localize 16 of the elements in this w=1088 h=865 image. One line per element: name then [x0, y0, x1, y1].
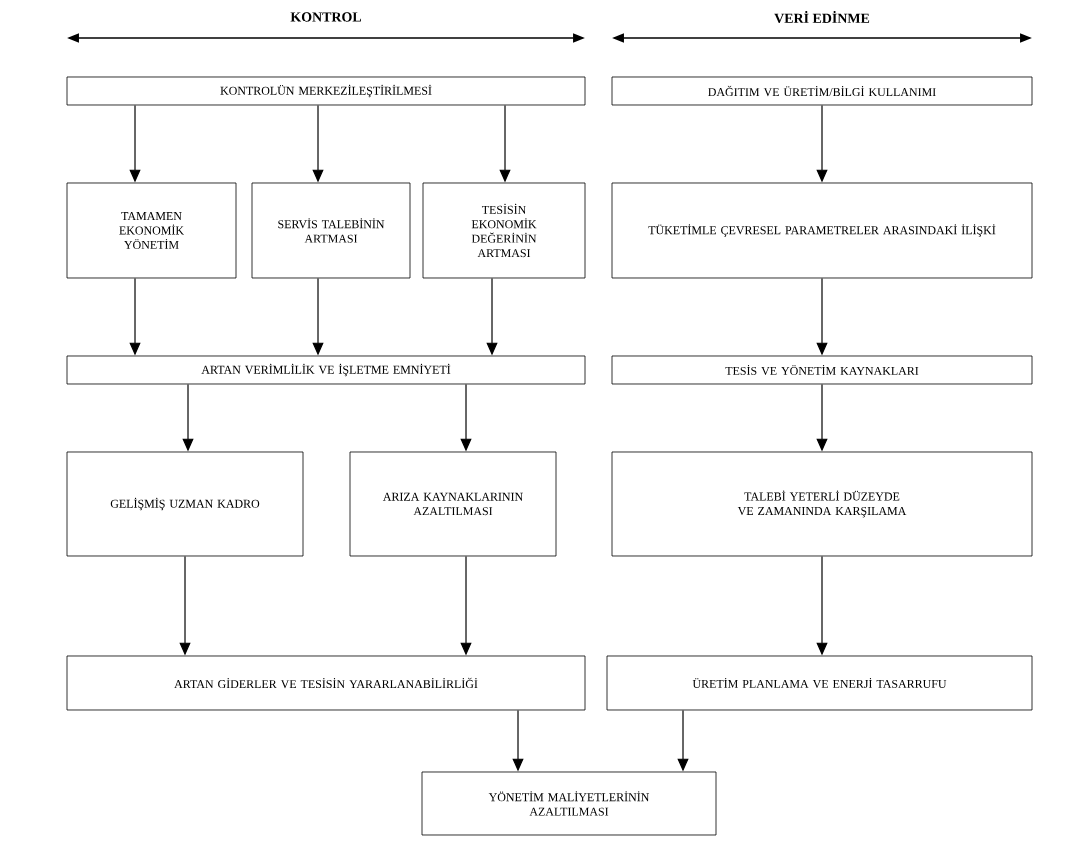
process-box: GELİŞMİŞ UZMAN KADRO — [66, 451, 304, 557]
process-box: YÖNETİM MALİYETLERİNİN AZALTILMASI — [421, 771, 717, 836]
process-box: TÜKETİMLE ÇEVRESEL PARAMETRELER ARASINDAKİ İLİŞKİ — [611, 182, 1033, 279]
process-box: DAĞITIM VE ÜRETİM/BİLGİ KULLANIMI — [611, 76, 1033, 106]
process-box: TESİS VE YÖNETİM KAYNAKLARI — [611, 355, 1033, 385]
process-box: KONTROLÜN MERKEZİLEŞTİRİLMESİ — [66, 76, 586, 106]
process-box: ÜRETİM PLANLAMA VE ENERJİ TASARRUFU — [606, 655, 1033, 711]
process-box: TESİSİN EKONOMİK DEĞERİNİN ARTMASI — [422, 182, 586, 279]
section-heading: VERİ EDİNME — [774, 10, 870, 24]
process-box: ARTAN GİDERLER VE TESİSİN YARARLANABİLİRLİĞİ — [66, 655, 586, 711]
process-box: SERVİS TALEBİNİN ARTMASI — [251, 182, 411, 279]
process-box: TAMAMEN EKONOMİK YÖNETİM — [66, 182, 237, 279]
process-box: ARTAN VERİMLİLİK VE İŞLETME EMNİYETİ — [66, 355, 586, 385]
process-box: TALEBİ YETERLİ DÜZEYDE VE ZAMANINDA KARŞILAMA — [611, 451, 1033, 557]
process-box: ARIZA KAYNAKLARININ AZALTILMASI — [349, 451, 557, 557]
section-heading: KONTROL — [290, 12, 362, 22]
